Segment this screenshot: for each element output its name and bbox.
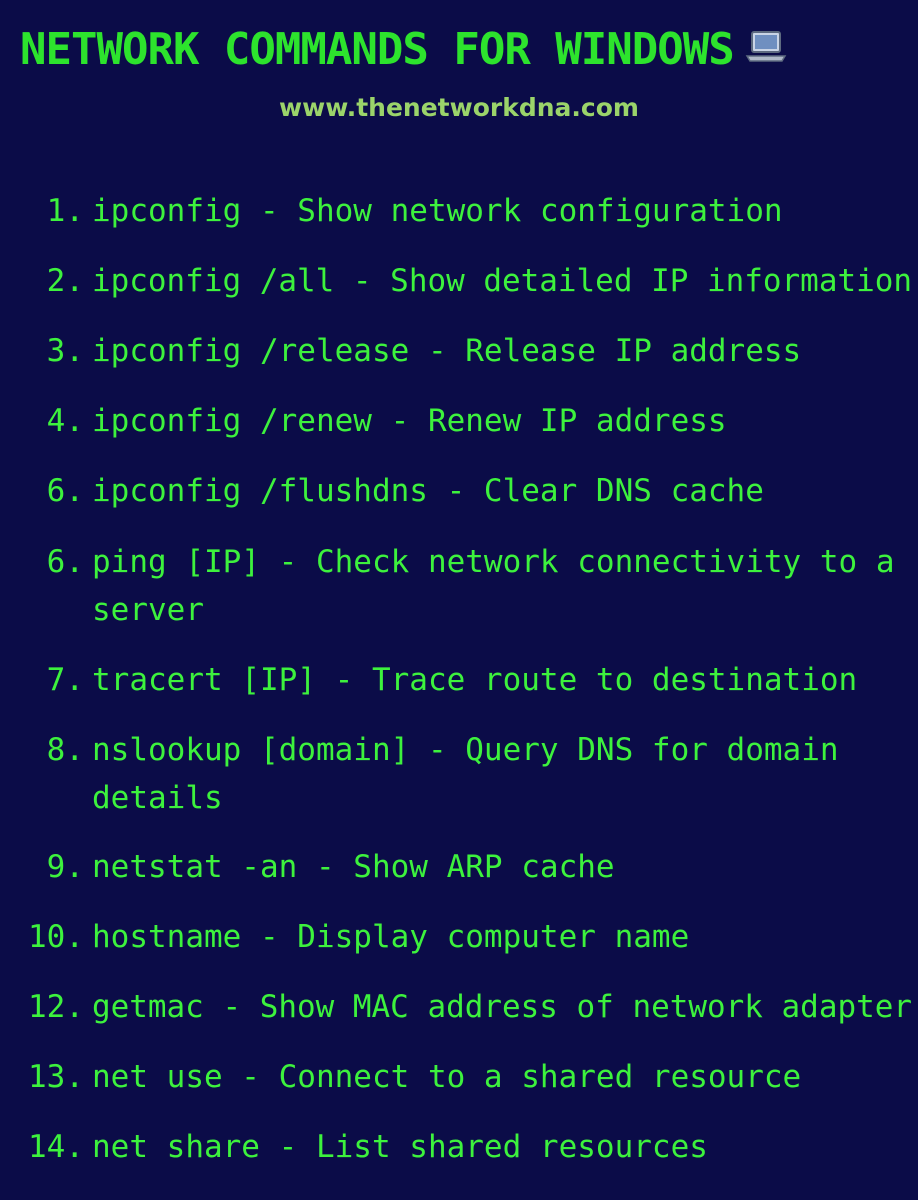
item-text: tracert [IP] - Trace route to destinatio… [92,662,858,698]
item-number: 2. [46,263,84,299]
website-url: www.thenetworkdna.com [279,93,639,122]
item-number: 6. [46,473,84,509]
item-text: ipconfig /all - Show detailed IP informa… [92,263,912,299]
item-number: 6. [46,544,84,580]
item-text: ipconfig /renew - Renew IP address [92,403,727,439]
item-text-continued: server [92,592,204,628]
item-text: ipconfig /release - Release IP address [92,333,802,369]
item-number: 8. [46,732,84,768]
item-text: net share - List shared resources [92,1129,708,1165]
item-number: 3. [46,333,84,369]
item-text: getmac - Show MAC address of network ada… [92,989,912,1025]
item-text: ping [IP] - Check network connectivity t… [92,544,895,580]
item-number: 9. [46,849,84,885]
item-number: 12. [28,989,84,1025]
item-text: nslookup [domain] - Query DNS for domain [92,732,839,768]
item-text: ipconfig - Show network configuration [92,193,783,229]
item-text-continued: details [92,780,223,816]
laptop-icon [744,26,788,74]
page-title: NETWORK COMMANDS FOR WINDOWS [20,26,788,74]
item-number: 1. [46,193,84,229]
item-number: 4. [46,403,84,439]
item-number: 14. [28,1129,84,1165]
item-number: 13. [28,1059,84,1095]
item-number: 7. [46,662,84,698]
title-text: NETWORK COMMANDS FOR WINDOWS [20,24,735,75]
item-text: net use - Connect to a shared resource [92,1059,802,1095]
item-text: hostname - Display computer name [92,919,690,955]
item-number: 10. [28,919,84,955]
item-text: ipconfig /flushdns - Clear DNS cache [92,473,764,509]
item-text: netstat -an - Show ARP cache [92,849,615,885]
